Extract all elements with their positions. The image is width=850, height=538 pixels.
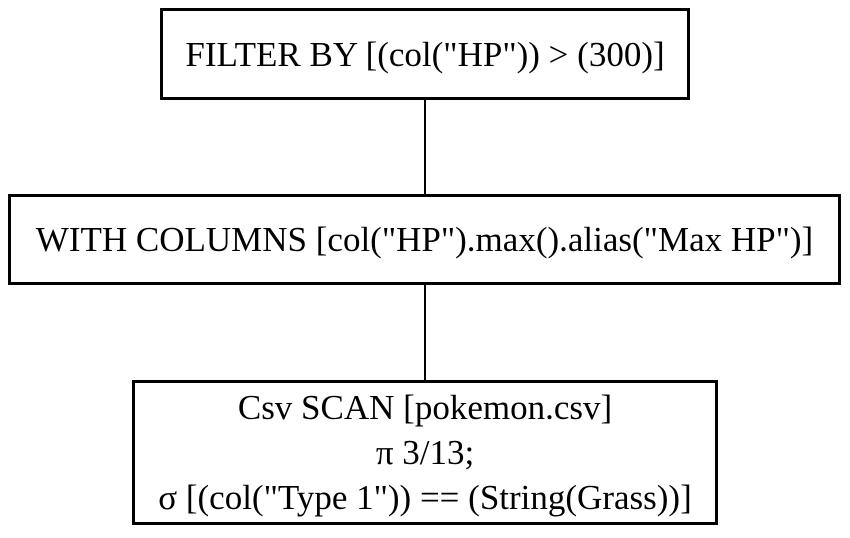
- edge-filter-to-with-columns: [424, 100, 426, 194]
- plan-node-csv-scan-projection-line: π 3/13;: [375, 433, 475, 472]
- plan-node-filter-label: FILTER BY [(col("HP")) > (300)]: [185, 34, 665, 74]
- edge-with-columns-to-csv-scan: [424, 285, 426, 380]
- plan-node-with-columns-label: WITH COLUMNS [col("HP").max().alias("Max…: [35, 220, 814, 259]
- plan-node-csv-scan-source-line: Csv SCAN [pokemon.csv]: [237, 388, 613, 427]
- plan-node-filter: FILTER BY [(col("HP")) > (300)]: [160, 8, 690, 100]
- plan-node-csv-scan-selection-line: σ [(col("Type 1")) == (String(Grass))]: [158, 478, 692, 517]
- plan-node-csv-scan: Csv SCAN [pokemon.csv] π 3/13; σ [(col("…: [132, 380, 718, 525]
- plan-node-with-columns: WITH COLUMNS [col("HP").max().alias("Max…: [8, 194, 841, 285]
